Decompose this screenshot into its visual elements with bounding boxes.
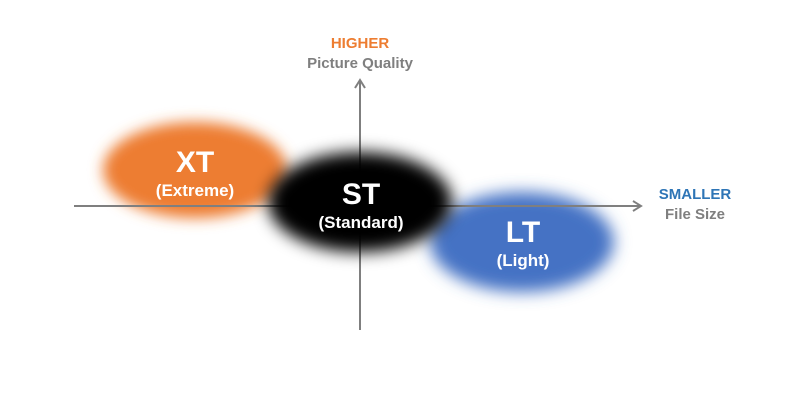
xt-name: (Extreme): [155, 181, 235, 200]
xt-label: XT (Extreme): [120, 146, 270, 202]
st-name: (Standard): [318, 213, 404, 232]
lt-light-blob: [430, 192, 614, 292]
x-axis-title: File Size: [664, 206, 726, 223]
lt-label: LT (Light): [448, 216, 598, 272]
xt-extreme-blob: [103, 122, 287, 218]
x-axis-emphasis: SMALLER: [658, 186, 732, 203]
st-label: ST (Standard): [286, 178, 436, 234]
y-axis-label: HIGHER Picture Quality: [280, 34, 440, 74]
y-axis-title: Picture Quality: [307, 55, 413, 72]
x-axis-label: SMALLER File Size: [635, 185, 755, 225]
y-axis-emphasis: HIGHER: [330, 35, 390, 52]
lt-name: (Light): [496, 251, 550, 270]
xt-code: XT: [175, 146, 215, 179]
st-standard-blob: [268, 152, 452, 252]
st-code: ST: [341, 178, 381, 211]
lt-code: LT: [505, 216, 541, 249]
